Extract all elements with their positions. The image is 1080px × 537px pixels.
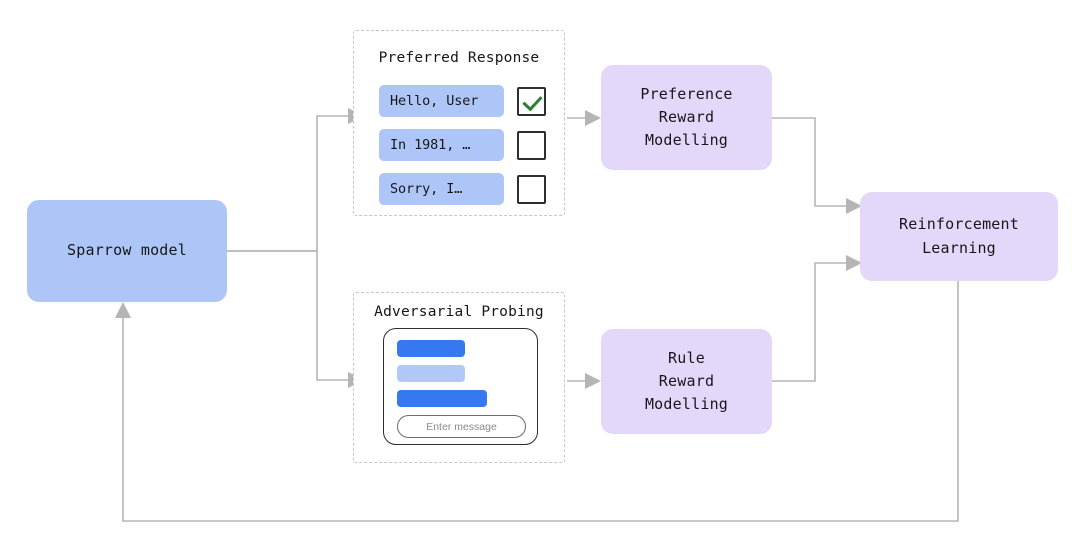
option-checkbox-2[interactable] <box>517 130 546 160</box>
option-text-2: In 1981, … <box>379 129 504 161</box>
wire-sparrow-to-adversarial <box>227 250 348 381</box>
wire-sparrow-to-preferred <box>227 115 348 252</box>
node-rule-reward-modelling[interactable]: Rule Reward Modelling <box>601 329 772 434</box>
arrowhead-rule-rm <box>585 373 601 389</box>
group-preferred-response: Preferred Response Hello, User In 1981, … <box>353 30 565 216</box>
group-adversarial-probing: Adversarial Probing Enter message <box>353 292 565 463</box>
chat-bubble-1 <box>397 340 465 357</box>
node-preference-reward-modelling[interactable]: Preference Reward Modelling <box>601 65 772 170</box>
chat-window-mock: Enter message <box>383 328 538 445</box>
arrowhead-rl-top <box>846 198 862 214</box>
arrowhead-rl-bottom <box>846 255 862 271</box>
wire-pref-rm-to-rl <box>772 117 846 207</box>
list-item[interactable]: Hello, User <box>379 85 546 117</box>
chat-message-input[interactable]: Enter message <box>397 415 526 438</box>
option-checkbox-1[interactable] <box>517 86 546 116</box>
preferred-response-option-list: Hello, User In 1981, … Sorry, I… <box>379 85 546 217</box>
option-checkbox-3[interactable] <box>517 174 546 204</box>
chat-bubble-3 <box>397 390 487 407</box>
node-reinforcement-learning[interactable]: Reinforcement Learning <box>860 192 1058 281</box>
node-sparrow-model[interactable]: Sparrow model <box>27 200 227 302</box>
option-text-1: Hello, User <box>379 85 504 117</box>
wire-rule-rm-to-rl <box>772 262 846 382</box>
arrowhead-sparrow-feedback <box>115 302 131 318</box>
list-item[interactable]: In 1981, … <box>379 129 546 161</box>
group-adversarial-probing-title: Adversarial Probing <box>374 304 544 320</box>
group-preferred-response-title: Preferred Response <box>378 50 540 66</box>
arrowhead-pref-rm <box>585 110 601 126</box>
chat-bubble-2 <box>397 365 465 382</box>
option-text-3: Sorry, I… <box>379 173 504 205</box>
wire-rl-feedback-to-sparrow <box>122 281 959 522</box>
list-item[interactable]: Sorry, I… <box>379 173 546 205</box>
